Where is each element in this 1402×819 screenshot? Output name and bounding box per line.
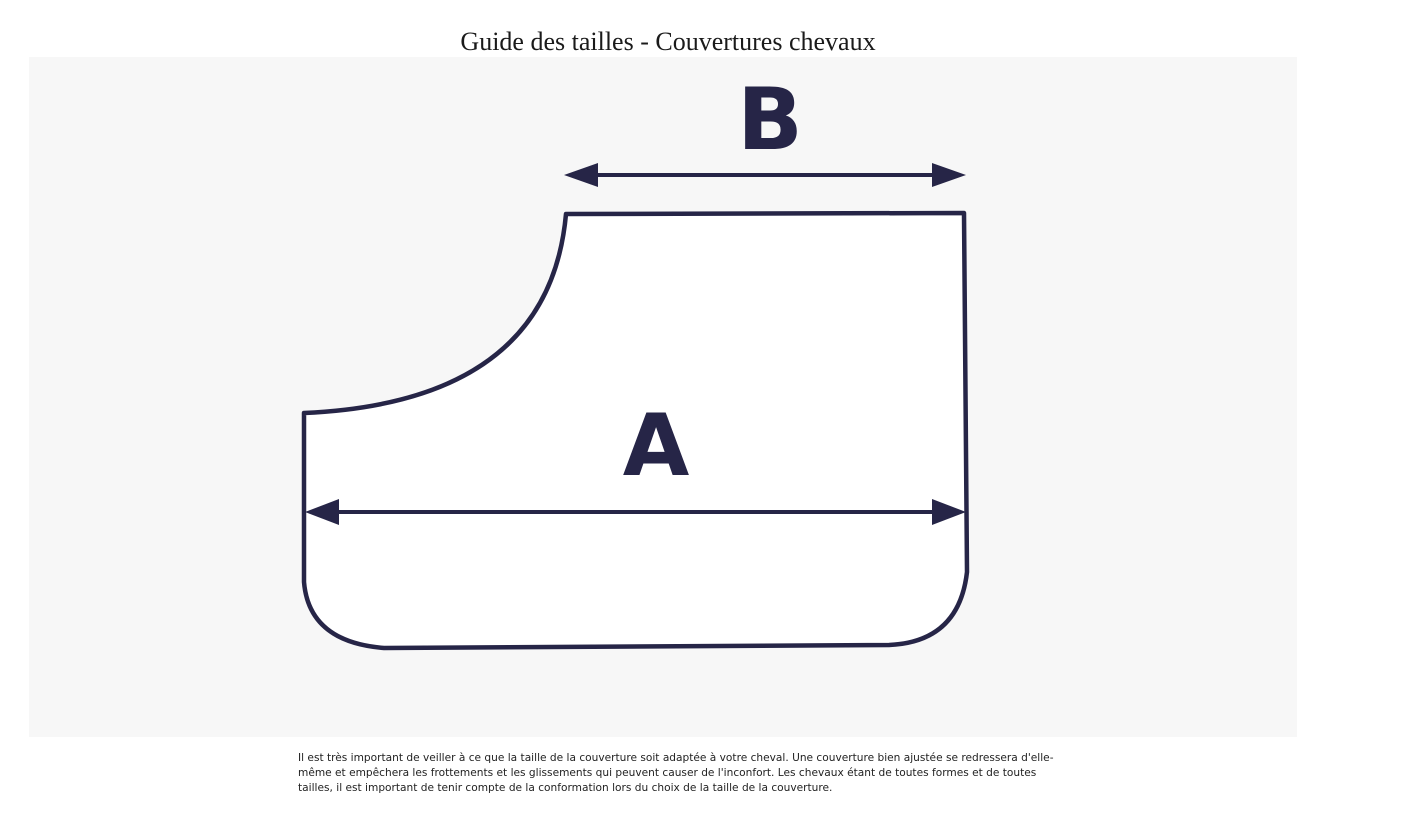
page-title: Guide des tailles - Couvertures chevaux (460, 27, 876, 56)
size-guide-description: Il est très important de veiller à ce qu… (298, 752, 1054, 794)
blanket-diagram-svg: B A (301, 70, 970, 651)
dimension-b-arrowhead-right (932, 163, 966, 187)
blanket-outline (301, 210, 970, 651)
dimension-a-label: A (623, 396, 690, 496)
dimension-b-label: B (737, 70, 803, 170)
dimension-b-arrowhead-left (564, 163, 598, 187)
size-diagram: B A (29, 57, 1297, 737)
dimension-a-arrowhead-left (305, 499, 339, 525)
dimension-a-arrowhead-right (932, 499, 966, 525)
